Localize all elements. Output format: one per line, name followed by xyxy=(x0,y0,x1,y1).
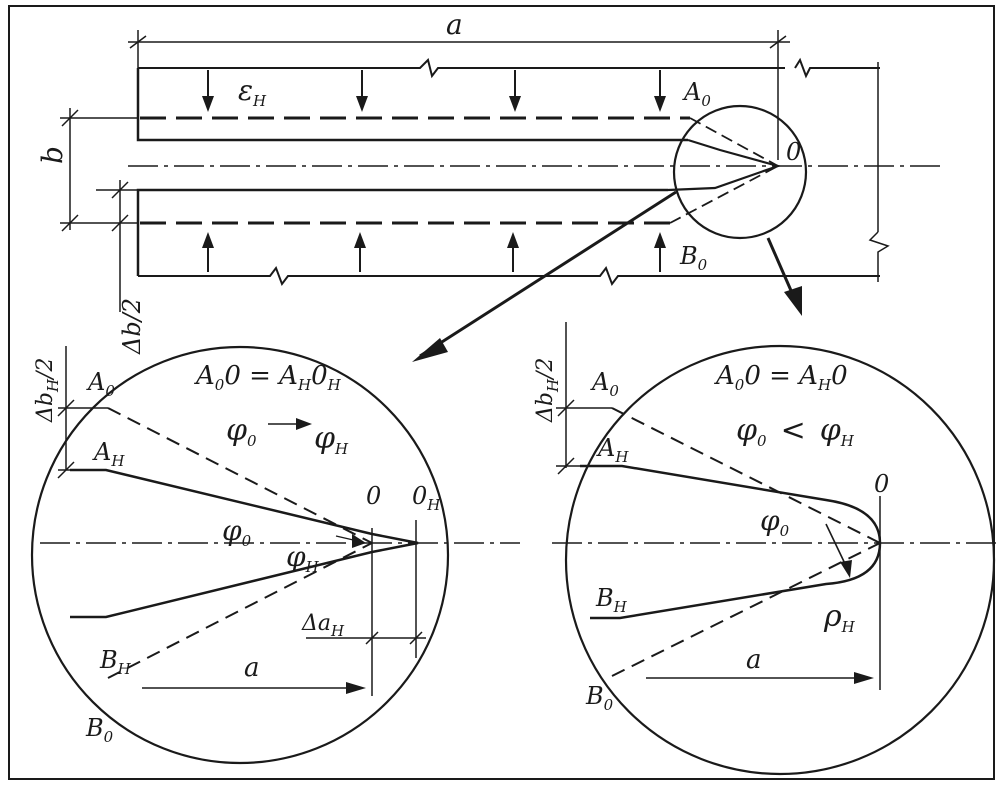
right-A0: A0 xyxy=(590,368,619,400)
label-eps: εH xyxy=(238,74,267,110)
right-B0: B0 xyxy=(585,682,614,714)
label-db2: Δb/2 xyxy=(118,298,146,355)
label-B0-top: B0 xyxy=(679,242,708,274)
left-AH: AH xyxy=(92,438,125,470)
left-equation: A00 = AH0H xyxy=(194,361,342,394)
label-A0-top: A0 xyxy=(682,78,711,110)
dimension-db2 xyxy=(96,180,138,312)
left-phi0-top: φ0 xyxy=(226,413,257,450)
dimension-a-top xyxy=(128,30,790,160)
top-slab xyxy=(60,30,945,362)
bottom-load-arrows xyxy=(202,232,666,272)
left-B0: B0 xyxy=(85,714,114,746)
right-dbh-label: ΔbH/2 xyxy=(533,358,562,424)
right-equation: A00 = AH0 xyxy=(714,361,848,394)
left-O: 0 xyxy=(366,482,381,510)
left-phiH: φH xyxy=(286,540,320,576)
left-dbh-label: ΔbH/2 xyxy=(33,358,62,424)
right-detail xyxy=(552,322,996,776)
left-BH: BH xyxy=(99,646,132,678)
right-AH: AH xyxy=(596,434,629,466)
right-phi-relation: φ0<φH xyxy=(736,413,855,450)
left-OH: 0H xyxy=(412,482,441,514)
label-b: b xyxy=(36,146,69,164)
right-phi0: φ0 xyxy=(760,504,790,540)
left-a: a xyxy=(244,653,260,683)
label-a-top: a xyxy=(446,8,463,41)
right-a: a xyxy=(746,645,762,675)
left-phiH-top: φH xyxy=(314,421,349,458)
left-da: ΔaH xyxy=(301,611,345,640)
dimension-b xyxy=(60,108,138,232)
frame xyxy=(8,5,995,780)
left-phi0: φ0 xyxy=(222,514,252,550)
right-rho: ρH xyxy=(823,599,856,636)
label-O-top: 0 xyxy=(786,138,801,166)
right-O: 0 xyxy=(874,470,889,498)
top-load-arrows xyxy=(202,70,666,112)
left-detail xyxy=(30,345,520,765)
right-BH: BH xyxy=(595,584,628,616)
left-A0: A0 xyxy=(86,368,115,400)
tip-circle xyxy=(672,104,808,240)
